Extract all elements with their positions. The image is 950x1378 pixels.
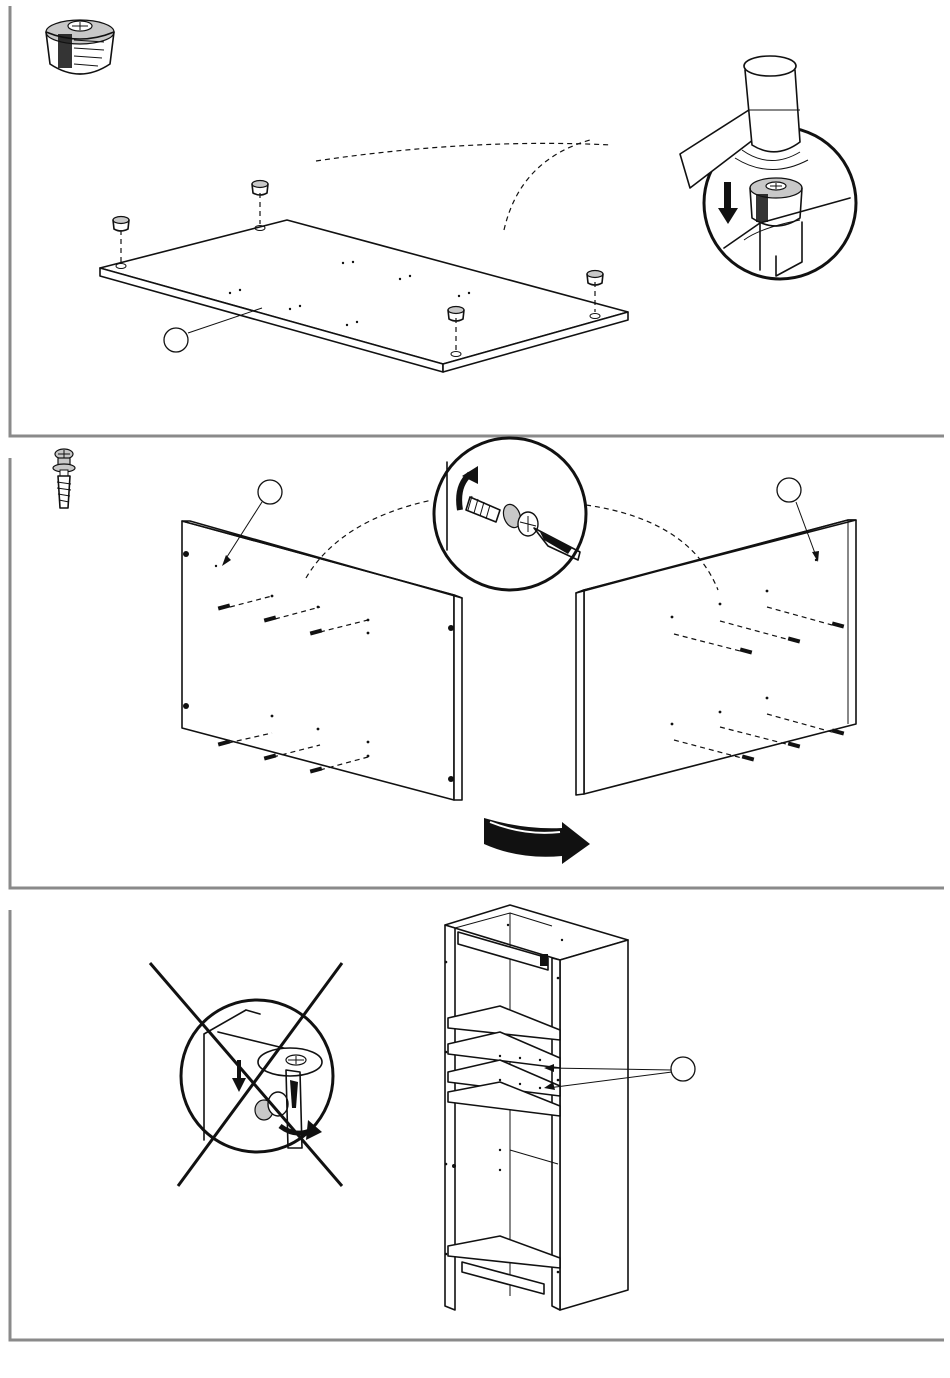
cam-bolt-icon [53, 449, 75, 508]
step-3-wrong-detail [150, 963, 342, 1186]
step-1-detail-link [316, 143, 612, 161]
step-1-detail-link-2 [504, 140, 590, 230]
step-2-zoom-detail [434, 438, 586, 590]
turn-over-arrow-icon [484, 818, 590, 864]
right-side-panel [576, 520, 856, 795]
cam-lock-icon [46, 20, 114, 74]
assembled-cabinet [445, 905, 628, 1310]
